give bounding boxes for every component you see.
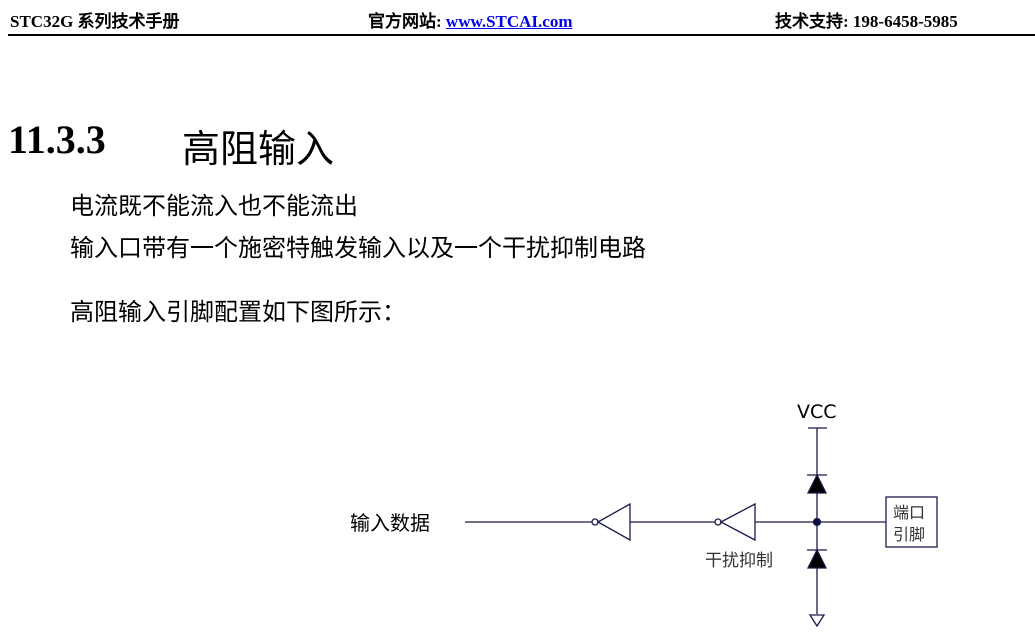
header-support: 技术支持: 198-6458-5985 <box>775 12 958 31</box>
paragraph: 电流既不能流入也不能流出 <box>70 192 358 220</box>
port-pin-box <box>885 496 938 548</box>
ground-icon <box>808 614 826 628</box>
paragraph: 输入口带有一个施密特触发输入以及一个干扰抑制电路 <box>70 234 646 262</box>
pin-label-2: 引脚 <box>893 525 925 544</box>
diode-lower <box>806 548 828 569</box>
header-doc-title: STC32G 系列技术手册 <box>10 12 180 31</box>
header-divider <box>8 34 1035 36</box>
website-link[interactable]: www.STCAI.com <box>445 12 573 31</box>
diode-upper <box>806 473 828 494</box>
filter-label: 干扰抑制 <box>705 551 773 571</box>
input-data-label: 输入数据 <box>350 511 430 535</box>
vcc-label: VCC <box>797 401 837 423</box>
pin-label-1: 端口 <box>893 503 925 522</box>
inverter-filter <box>714 502 756 542</box>
website-label: 官方网站: <box>368 12 446 31</box>
header-website: 官方网站: www.STCAI.com <box>368 7 572 32</box>
section-number: 11.3.3 <box>8 117 106 162</box>
paragraph: 高阻输入引脚配置如下图所示： <box>70 298 406 326</box>
junction-dot <box>812 517 822 527</box>
section-title: 高阻输入 <box>182 127 335 171</box>
inverter-1 <box>591 502 631 542</box>
